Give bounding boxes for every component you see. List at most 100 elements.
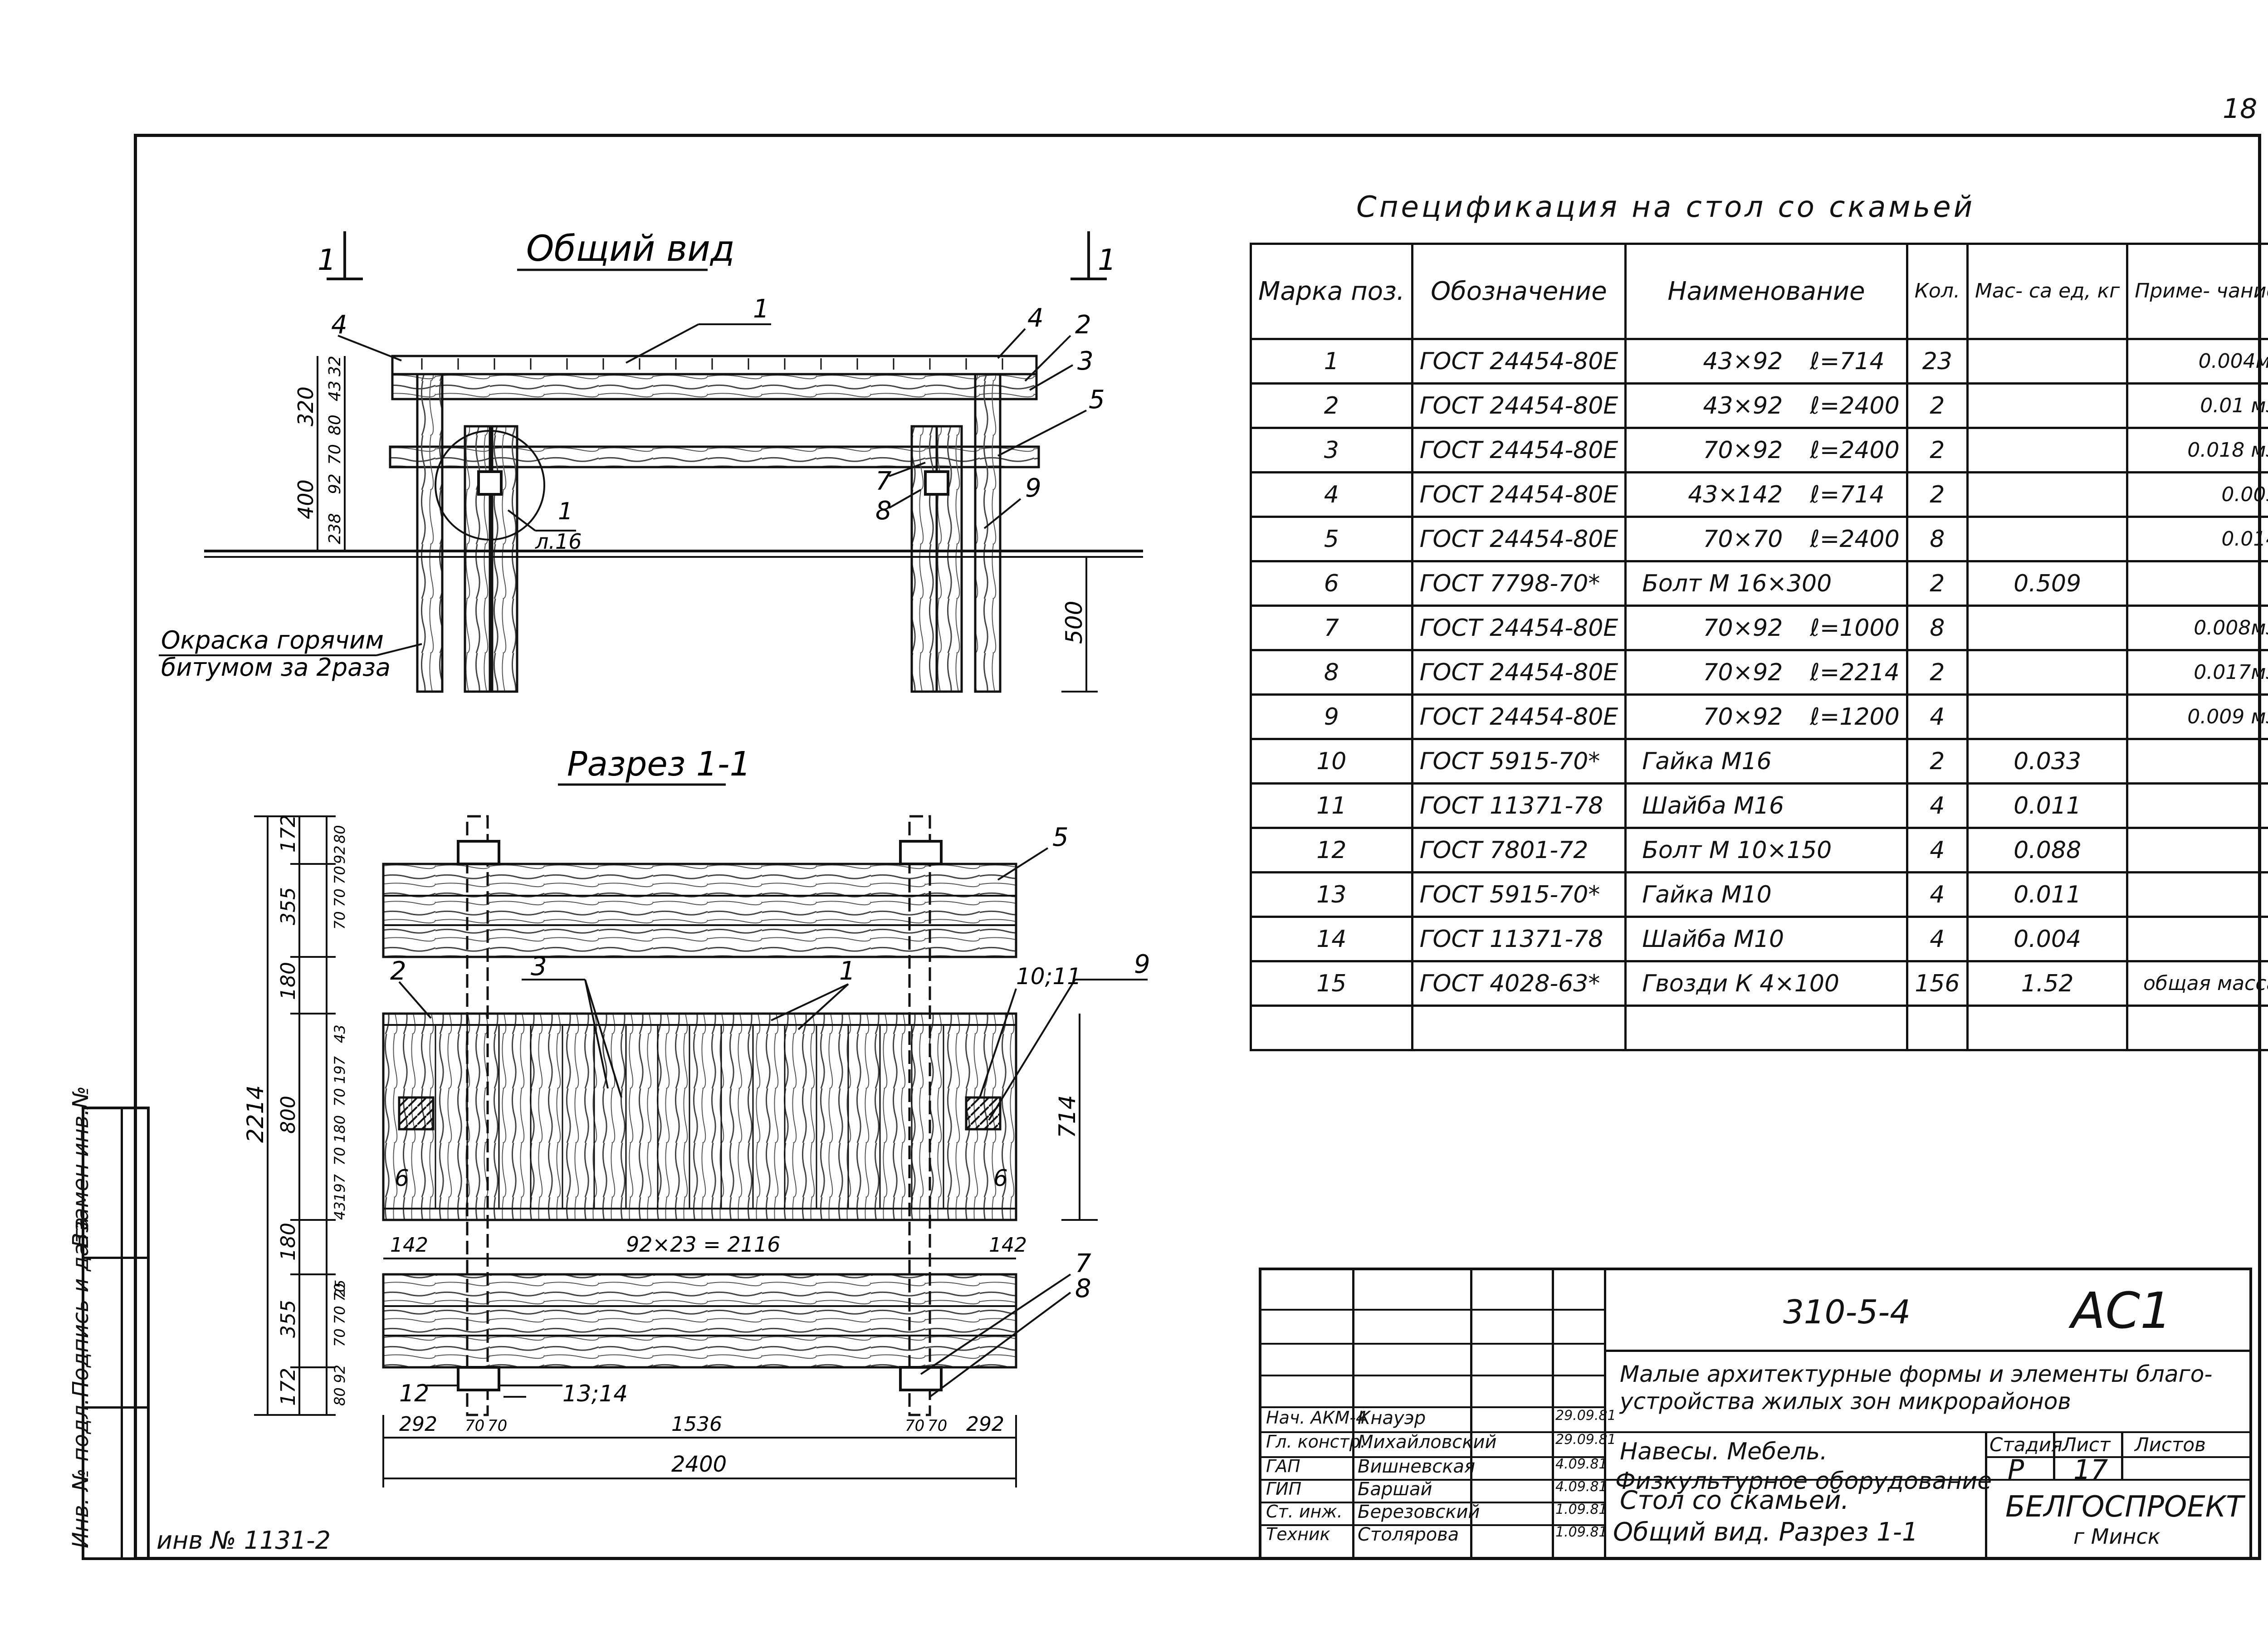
section-bench-bottom: [382, 1273, 1017, 1369]
sec-dim-180b: 180: [277, 1223, 300, 1261]
signature-name: Кнауэр: [1358, 1408, 1426, 1429]
gv-dim-400: 400: [293, 479, 318, 519]
signature-role: Ст. инж.: [1266, 1502, 1343, 1522]
spec-cell-designation: ГОСТ 5915-70*: [1411, 738, 1627, 785]
spec-cell-mark: 9: [1250, 693, 1413, 740]
spec-cell-empty: [1411, 1005, 1627, 1051]
spec-cell-empty: [1906, 1005, 1969, 1051]
seat-leg-right-b: [935, 425, 963, 693]
spec-cell-designation: ГОСТ 24454-80Е: [1411, 605, 1627, 651]
org-name: БЕЛГОСПРОЕКТ: [2005, 1490, 2244, 1524]
spec-cell-mass: [1966, 693, 2129, 740]
sec-dim-714: 714: [1054, 1095, 1080, 1138]
gv-dim-80: 80: [326, 415, 344, 435]
spec-cell-mark: 13: [1250, 871, 1413, 918]
drawing-line1: Стол со скамьей.: [1620, 1486, 1849, 1515]
sec-dim-in-25a: 25: [332, 1280, 348, 1297]
sec-dim-in-70h: 70: [331, 1328, 348, 1347]
gv-callout-1: 1: [753, 294, 769, 324]
spec-cell-section: 43×92: [1703, 347, 1783, 375]
sheet-value: 17: [2073, 1454, 2108, 1486]
sheet-mark: АС1: [2071, 1282, 2172, 1340]
spec-cell-section: Болт М 10×150: [1642, 836, 1832, 864]
spec-cell-note: 0.017м3: [2126, 649, 2268, 696]
sec-dim-in-80: 80: [331, 825, 348, 844]
spec-cell-mass: [1966, 382, 2129, 429]
spec-cell-section: 43×142: [1688, 481, 1783, 508]
sheet-label: Лист: [2062, 1434, 2111, 1456]
sec-dim-1536: 1536: [671, 1413, 722, 1436]
spec-cell-section: 70×70: [1703, 525, 1783, 553]
sec-dim-172a: 172: [277, 814, 300, 853]
inventory-note: инв № 1131-2: [156, 1526, 331, 1555]
sec-dim-292-left: 292: [399, 1413, 437, 1436]
section-mark-right: 1: [1098, 244, 1116, 277]
spec-cell-mass: [1966, 605, 2129, 651]
spec-title: Спецификация на стол со скамьей: [1356, 190, 1975, 224]
section-bolt-left: [398, 1096, 435, 1131]
signature-date: 4.09.81: [1555, 1479, 1608, 1495]
signature-name: Баршай: [1358, 1479, 1432, 1500]
sec-dim-in-70g: 70: [331, 1306, 348, 1324]
sec-dim-355b: 355: [277, 1300, 300, 1338]
sec-dim-70a: 70: [465, 1417, 484, 1435]
spec-cell-designation: ГОСТ 5915-70*: [1411, 871, 1627, 918]
sec-callout-6b: 6: [993, 1165, 1008, 1191]
sec-callout-1: 1: [839, 956, 855, 986]
sec-dim-in-70e: 70: [331, 1147, 348, 1166]
spec-cell-mass: 0.011: [1966, 871, 2129, 918]
sec-dim-355a: 355: [277, 887, 300, 925]
spec-cell-note: [2126, 560, 2268, 607]
spec-cell-qty: 156: [1906, 960, 1969, 1007]
gv-dim-500: 500: [1061, 601, 1087, 644]
sec-dim-in-43b: 43: [331, 1201, 348, 1220]
gv-callout-8: 8: [875, 496, 892, 526]
spec-cell-mark: 2: [1250, 382, 1413, 429]
drawing-line2: Общий вид. Разрез 1-1: [1613, 1517, 1918, 1547]
spec-cell-qty: 4: [1906, 693, 1969, 740]
spec-cell-designation: ГОСТ 24454-80Е: [1411, 693, 1627, 740]
sec-dim-292-right: 292: [966, 1413, 1004, 1436]
detail-ref-num: 1: [558, 498, 573, 525]
spec-cell-name: Шайба М16: [1624, 782, 1908, 829]
spec-cell-section: Гвозди К 4×100: [1642, 970, 1840, 997]
spec-cell-section: 70×92: [1703, 436, 1783, 464]
signature-date: 1.09.81: [1555, 1524, 1608, 1540]
spec-header-row: Марка поз. Обозначение Наименование Кол.…: [1250, 243, 2268, 340]
spec-cell-qty: 2: [1906, 649, 1969, 696]
spec-cell-note: [2126, 827, 2268, 873]
spec-cell-mass: [1966, 427, 2129, 473]
spec-cell-length: ℓ=2400: [1810, 392, 1900, 419]
spec-cell-length: ℓ=2400: [1810, 436, 1900, 464]
sec-dim-172b: 172: [277, 1368, 300, 1406]
spec-cell-mass: [1966, 649, 2129, 696]
spec-cell-mass: 0.033: [1966, 738, 2129, 785]
spec-cell-mark: 6: [1250, 560, 1413, 607]
gv-dim-238: 238: [326, 513, 344, 544]
spec-table: Марка поз. Обозначение Наименование Кол.…: [1250, 243, 2268, 1051]
gv-callout-4b: 4: [1027, 303, 1044, 333]
sec-dim-2214: 2214: [242, 1085, 269, 1143]
spec-header-name: Наименование: [1624, 243, 1908, 340]
coating-note-line2: битумом за 2раза: [161, 653, 391, 682]
sheets-label: Листов: [2135, 1434, 2206, 1456]
project-line1: Малые архитектурные формы и элементы бла…: [1620, 1361, 2213, 1387]
spec-cell-empty: [1966, 1005, 2129, 1051]
spec-cell-designation: ГОСТ 11371-78: [1411, 782, 1627, 829]
spec-cell-qty: 4: [1906, 782, 1969, 829]
spec-cell-note: 0.018 м3: [2126, 427, 2268, 473]
spec-cell-section: Гайка М16: [1642, 747, 1772, 775]
signature-name: Березовский: [1358, 1502, 1480, 1522]
sec-dim-2400: 2400: [671, 1452, 727, 1477]
page-number: 18: [2223, 93, 2258, 125]
spec-cell-designation: ГОСТ 24454-80Е: [1411, 649, 1627, 696]
spec-header-designation: Обозначение: [1411, 243, 1627, 340]
